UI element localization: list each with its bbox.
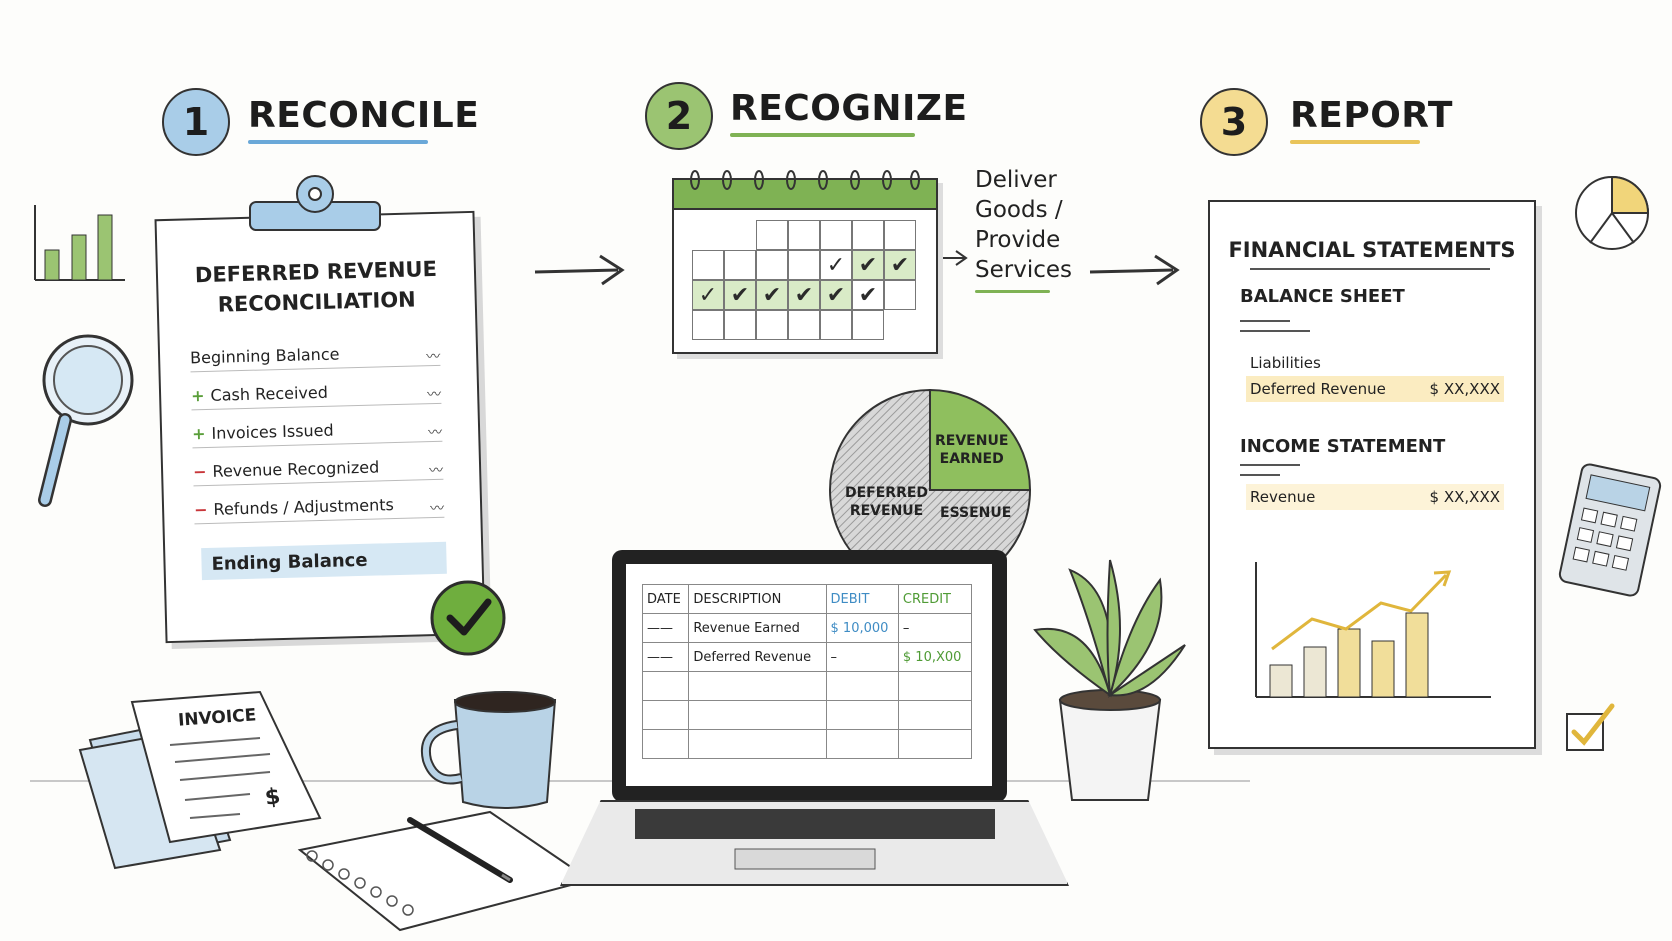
cell-debit: $ 10,000: [825, 613, 899, 643]
title-underline: [1250, 268, 1490, 270]
step-1-badge: 1: [162, 88, 230, 156]
income-statement-heading: INCOME STATEMENT: [1240, 436, 1446, 457]
clipboard-clip-icon: [249, 175, 381, 231]
cell-date: ——: [641, 642, 690, 672]
cell-description: Revenue Earned: [688, 613, 827, 643]
clipboard-row-invoices: +Invoices Issued〰: [191, 417, 443, 449]
step-3-number: 3: [1220, 100, 1248, 144]
table-row: —— Deferred Revenue – $ 10,X00: [641, 642, 973, 672]
pie-label-earned: REVENUE EARNED: [935, 432, 1008, 468]
deferred-line1: DEFERRED: [845, 485, 929, 501]
cell-credit: $ 10,X00: [897, 642, 973, 672]
pie-chart-icon: [1575, 175, 1650, 250]
deferred-revenue-row: Deferred Revenue $ XX,XXX: [1246, 376, 1504, 402]
divider: [1240, 474, 1280, 476]
header-description: DESCRIPTION: [688, 584, 827, 614]
row-label: Cash Received: [210, 382, 329, 405]
table-row: [641, 729, 973, 759]
row-label: Invoices Issued: [211, 420, 334, 443]
earned-line2: EARNED: [939, 451, 1004, 467]
step-2-number: 2: [665, 94, 693, 138]
minus-sign: −: [193, 499, 208, 520]
revenue-label: Revenue: [1250, 488, 1316, 506]
table-row: [641, 700, 973, 730]
deferred-revenue-value: $ XX,XXX: [1429, 380, 1500, 398]
row-label: Revenue Recognized: [212, 457, 380, 481]
plus-sign: +: [191, 424, 206, 444]
cell-description: Deferred Revenue: [688, 642, 827, 672]
cell-debit: –: [825, 642, 899, 672]
cell-credit: –: [897, 613, 973, 643]
deliver-underline: [975, 290, 1050, 293]
revenue-value: $ XX,XXX: [1429, 488, 1500, 506]
deferred-line2: REVENUE: [849, 503, 924, 519]
revenue-row: Revenue $ XX,XXX: [1246, 484, 1504, 510]
table-row: [641, 671, 973, 701]
header-debit: DEBIT: [825, 584, 899, 614]
earned-line1: REVENUE: [935, 433, 1009, 449]
row-label: Beginning Balance: [189, 344, 340, 368]
calendar: ✓✔✔ ✓✔✔✔✔✔: [672, 178, 938, 354]
journal-entry-table: DATE DESCRIPTION DEBIT CREDIT —— Revenue…: [641, 584, 973, 759]
step-2-title: RECOGNIZE: [730, 88, 968, 129]
check-badge-icon: [430, 580, 506, 656]
step-3-underline: [1290, 140, 1420, 144]
divider: [1240, 464, 1300, 466]
header-credit: CREDIT: [897, 584, 973, 614]
clipboard-row-cash: +Cash Received〰: [190, 379, 442, 411]
table-row: —— Revenue Earned $ 10,000 –: [641, 613, 973, 643]
potted-plant-icon: [1033, 559, 1186, 801]
deliver-line2: Goods /: [975, 197, 1063, 223]
row-label: Refunds / Adjustments: [213, 495, 395, 519]
calculator-icon: [1558, 463, 1662, 597]
calendar-header: [674, 180, 936, 210]
invoice-papers: [78, 690, 322, 870]
clipboard-title: DEFERRED REVENUE RECONCILIATION: [158, 253, 475, 321]
step-3-title: REPORT: [1290, 95, 1453, 136]
notebook-with-pen: [297, 810, 593, 932]
invoice-dollar: $: [263, 784, 282, 811]
step-2-underline: [730, 133, 915, 137]
step-1-underline: [248, 140, 428, 144]
keyboard-keys: [635, 809, 995, 870]
pie-stray-label: ESSENUE: [940, 505, 1012, 521]
table-header-row: DATE DESCRIPTION DEBIT CREDIT: [641, 584, 973, 614]
minus-sign: −: [192, 461, 207, 482]
laptop-screen: DATE DESCRIPTION DEBIT CREDIT —— Revenue…: [626, 564, 992, 786]
bar-chart-icon: [34, 205, 125, 281]
ending-balance-label: Ending Balance: [211, 549, 368, 575]
coffee-mug-icon: [420, 691, 557, 809]
deliver-line4: Services: [975, 257, 1072, 283]
calendar-rings-icon: [690, 170, 920, 190]
plus-sign: +: [190, 386, 205, 406]
deliver-text: Deliver Goods / Provide Services: [975, 165, 1072, 285]
revenue-pie-chart: [829, 388, 1032, 558]
deferred-revenue-label: Deferred Revenue: [1250, 380, 1386, 398]
revenue-growth-chart-icon: [1255, 562, 1491, 698]
header-date: DATE: [641, 584, 690, 614]
clipboard-row-refunds: −Refunds / Adjustments〰: [193, 493, 445, 525]
statements-title: FINANCIAL STATEMENTS: [1228, 238, 1516, 262]
step-1-number: 1: [182, 100, 210, 144]
pie-label-deferred: DEFERRED REVENUE: [845, 484, 928, 520]
divider: [1240, 330, 1310, 332]
divider: [1240, 320, 1290, 322]
step-3-badge: 3: [1200, 88, 1268, 156]
cell-date: ——: [641, 613, 690, 643]
arrow-right-icon: [1089, 254, 1180, 286]
clipboard-row-beginning: Beginning Balance〰: [189, 341, 441, 373]
arrow-right-icon: [534, 254, 625, 286]
magnifying-glass-icon: [38, 334, 134, 507]
deliver-line3: Provide: [975, 227, 1061, 253]
liabilities-label: Liabilities: [1250, 354, 1321, 372]
financial-statements-sheet: FINANCIAL STATEMENTS BALANCE SHEET Liabi…: [1208, 200, 1536, 749]
balance-sheet-heading: BALANCE SHEET: [1240, 286, 1405, 307]
step-1-title: RECONCILE: [248, 95, 480, 136]
deliver-line1: Deliver: [975, 167, 1057, 193]
clipboard-row-revenue: −Revenue Recognized〰: [192, 455, 444, 487]
calendar-grid: ✓✔✔ ✓✔✔✔✔✔: [692, 220, 916, 340]
step-2-badge: 2: [645, 82, 713, 150]
checkbox-icon: [1566, 703, 1615, 751]
laptop: DATE DESCRIPTION DEBIT CREDIT —— Revenue…: [612, 550, 1007, 802]
